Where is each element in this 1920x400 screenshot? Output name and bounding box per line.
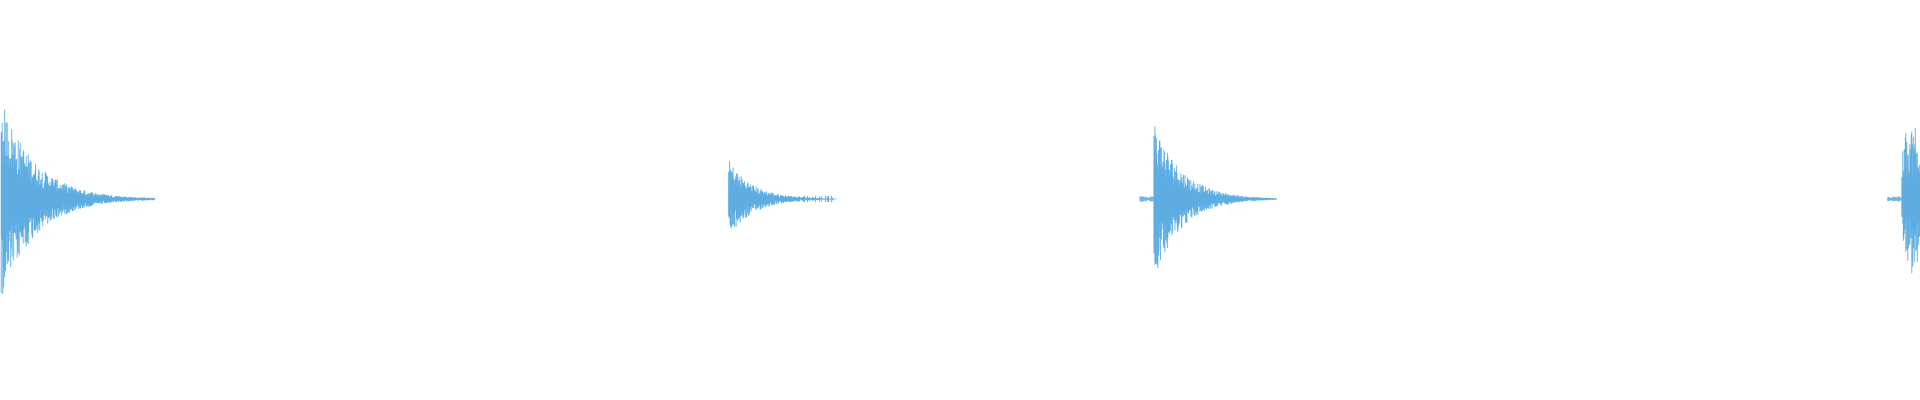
waveform-hit-3 bbox=[1139, 126, 1277, 268]
waveform-hit-1 bbox=[0, 109, 156, 295]
waveform-hit-2 bbox=[728, 161, 837, 229]
waveform-trace bbox=[0, 109, 1920, 295]
waveform-hit-4 bbox=[1887, 128, 1920, 274]
